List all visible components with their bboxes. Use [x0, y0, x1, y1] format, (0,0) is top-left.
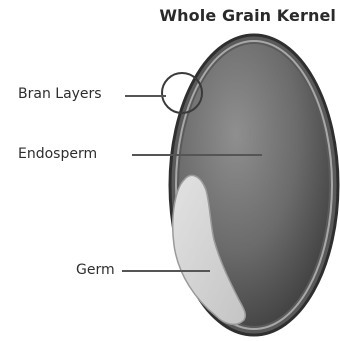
endosperm-label: Endosperm	[18, 146, 97, 162]
germ-label: Germ	[76, 262, 115, 278]
bran-layers-label: Bran Layers	[18, 86, 102, 102]
diagram-title: Whole Grain Kernel	[0, 6, 340, 25]
